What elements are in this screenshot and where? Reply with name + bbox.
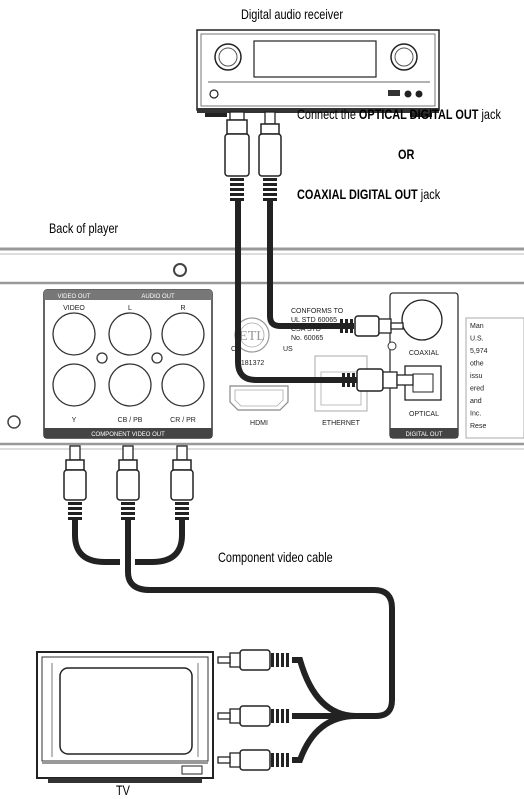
audio-r-jack <box>161 312 205 356</box>
side-text-line: and <box>470 398 482 405</box>
cb-pb-label: CB / PB <box>118 417 143 424</box>
receiver-display <box>253 40 377 78</box>
hdmi-port <box>229 385 289 411</box>
side-text-line: othe <box>470 361 484 368</box>
coaxial-digital-out-label: COAXIAL DIGITAL OUT <box>297 186 418 202</box>
connect-instruction: Connect the OPTICAL DIGITAL OUT jack <box>297 106 501 122</box>
component-cable-label: Component video cable <box>218 549 333 565</box>
tv-screen <box>59 667 193 755</box>
conforms-line-3: CSA STD <box>291 326 321 333</box>
cert-us: US <box>283 346 293 353</box>
optical-digital-out-label: OPTICAL DIGITAL OUT <box>358 106 479 122</box>
svg-text:ETL: ETL <box>239 329 265 344</box>
player-back-panel: VIDEO OUT AUDIO OUT VIDEO L R Y CB / PB … <box>0 247 524 450</box>
tv-label: TV <box>116 782 130 798</box>
y-jack <box>52 363 96 407</box>
cb-pb-jack <box>108 363 152 407</box>
conforms-line-2: UL STD 60065 <box>291 317 337 324</box>
component-video-cable <box>63 445 395 771</box>
video-jack <box>52 312 96 356</box>
digital-out-header: DIGITAL OUT <box>405 432 442 438</box>
side-text-line: Rese <box>470 423 486 430</box>
side-text-line: ered <box>470 386 484 393</box>
cert-c: C <box>231 346 236 353</box>
receiver-label: Digital audio receiver <box>241 6 343 22</box>
side-text-line: 5,974 <box>470 348 488 355</box>
jack-suffix-2: jack <box>417 186 441 202</box>
jack-suffix-1: jack <box>478 106 501 122</box>
optical-label: OPTICAL <box>409 411 439 418</box>
audio-r-label: R <box>180 305 185 312</box>
video-jack-label: VIDEO <box>63 305 85 312</box>
connect-prefix: Connect the <box>297 106 359 122</box>
cr-pr-label: CR / PR <box>170 417 196 424</box>
coaxial-jack <box>401 299 443 341</box>
cert-number: 3181372 <box>237 360 264 367</box>
tv <box>36 651 214 783</box>
conforms-line-1: CONFORMS TO <box>291 308 344 315</box>
receiver-power-button <box>209 89 219 99</box>
audio-l-label: L <box>128 305 132 312</box>
coaxial-instruction: COAXIAL DIGITAL OUT jack <box>297 186 440 202</box>
side-text-line: issu <box>470 373 483 380</box>
audio-receiver <box>196 29 440 117</box>
video-out-header: VIDEO OUT <box>57 294 90 300</box>
cr-pr-jack <box>161 363 205 407</box>
audio-out-header: AUDIO OUT <box>141 294 175 300</box>
back-of-player-label: Back of player <box>49 220 119 236</box>
component-video-out-header: COMPONENT VIDEO OUT <box>91 432 165 438</box>
certification-mark: ETL C US 3181372 CONFORMS TO UL STD 6006… <box>231 308 344 367</box>
side-text-line: U.S. <box>470 336 484 343</box>
side-text-line: Inc. <box>470 411 481 418</box>
coaxial-label: COAXIAL <box>409 350 439 357</box>
audio-l-jack <box>108 312 152 356</box>
digital-audio-cables <box>224 111 414 392</box>
or-label: OR <box>398 146 415 162</box>
hdmi-label: HDMI <box>250 420 268 427</box>
side-text-line: Man <box>470 323 484 330</box>
y-label: Y <box>72 417 77 424</box>
ethernet-label: ETHERNET <box>322 420 360 427</box>
conforms-line-4: No. 60065 <box>291 335 323 342</box>
